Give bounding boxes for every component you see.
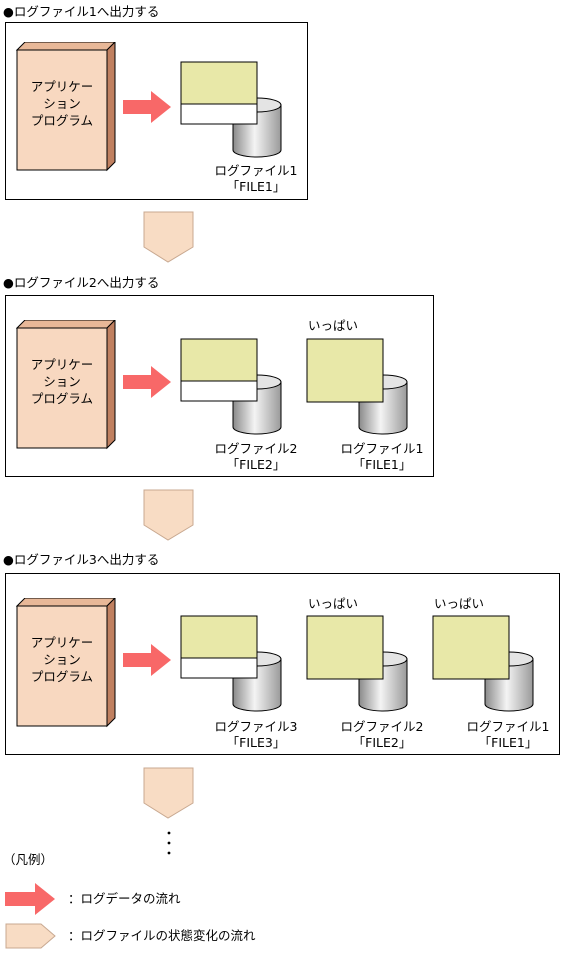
file-id: 「FILE1」 [478, 735, 538, 750]
file-id: 「FILE1」 [352, 457, 412, 472]
application-program-block: アプリケー ション プログラム [16, 320, 116, 450]
file-name: ログファイル3 [214, 719, 298, 734]
section-1-box: アプリケー ション プログラム ログファイル1 「FILE1」 [5, 22, 308, 200]
log-data-arrow [123, 91, 171, 123]
state-change-arrow-3 [143, 767, 194, 819]
app-label-line-2: ション [43, 652, 81, 667]
state-change-arrow-2 [143, 489, 194, 541]
legend-title: （凡例） [3, 852, 54, 867]
legend-state-change-arrow [5, 923, 56, 949]
app-label-line-1: アプリケー [30, 635, 94, 650]
full-label: いっぱい [308, 318, 359, 333]
application-program-block: アプリケー ション プログラム [16, 42, 116, 172]
file-id: 「FILE2」 [352, 735, 412, 750]
app-label-line-1: アプリケー [30, 357, 94, 372]
file-name: ログファイル1 [340, 441, 424, 456]
file-name: ログファイル1 [466, 719, 550, 734]
full-label: いっぱい [434, 596, 485, 611]
app-label-line-2: ション [43, 96, 81, 111]
file-name: ログファイル1 [214, 163, 298, 178]
file-id: 「FILE2」 [226, 457, 286, 472]
legend-log-data-arrow [5, 883, 55, 915]
section-2-box: アプリケー ション プログラム ログファイル2 「FILE2」 いっぱい ログフ… [5, 295, 434, 477]
application-program-block: アプリケー ション プログラム [16, 598, 116, 728]
section-3-heading: ●ログファイル3へ出力する [3, 552, 160, 567]
legend-log-data-flow: ：ログデータの流れ [68, 891, 181, 906]
file-id: 「FILE3」 [226, 735, 286, 750]
continuation-dots [167, 831, 171, 855]
section-1-heading: ●ログファイル1へ出力する [3, 4, 160, 19]
state-change-arrow-1 [143, 211, 194, 263]
log-data-arrow [123, 644, 171, 676]
app-label-line-3: プログラム [30, 391, 94, 406]
app-label-line-3: プログラム [30, 669, 94, 684]
app-label-line-2: ション [43, 374, 81, 389]
full-label: いっぱい [308, 596, 359, 611]
app-label-line-3: プログラム [30, 113, 94, 128]
file-name: ログファイル2 [214, 441, 298, 456]
legend-state-change-flow: ：ログファイルの状態変化の流れ [68, 928, 256, 943]
file-id: 「FILE1」 [226, 179, 286, 194]
app-label-line-1: アプリケー [30, 79, 94, 94]
section-2-heading: ●ログファイル2へ出力する [3, 275, 160, 290]
log-data-arrow [123, 366, 171, 398]
file-name: ログファイル2 [340, 719, 424, 734]
section-3-box: アプリケー ション プログラム ログファイル3 「FILE3」 いっぱい ログフ… [5, 573, 560, 755]
